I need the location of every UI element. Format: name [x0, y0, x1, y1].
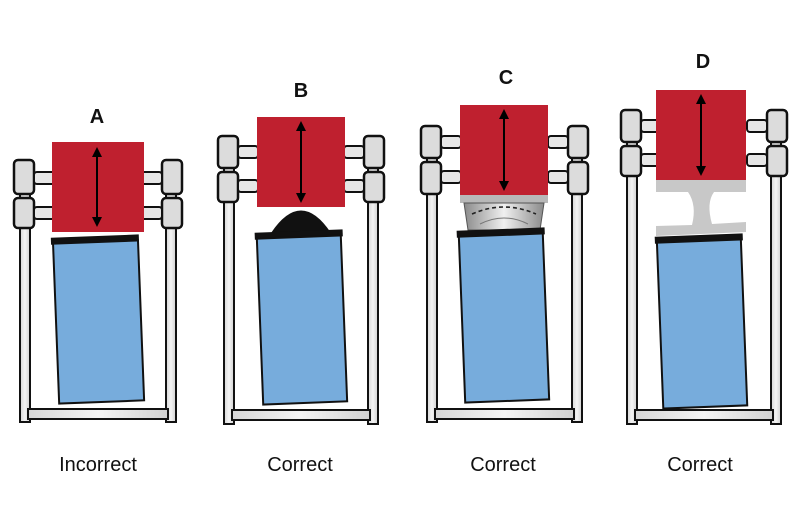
panel-letter: B — [294, 80, 308, 102]
specimen-body — [255, 234, 349, 406]
ball-seat-icon — [271, 210, 331, 233]
frame — [419, 124, 590, 423]
panel-letter: A — [90, 106, 104, 128]
panel-letter: C — [499, 67, 513, 89]
clamp-knob — [765, 108, 789, 144]
adapter-i-beam-icon — [656, 180, 746, 236]
clamp-peg — [237, 179, 259, 193]
clamp-knob — [160, 158, 184, 196]
frame — [12, 158, 184, 423]
frame-base — [27, 408, 169, 420]
clamp-peg — [547, 135, 569, 149]
clamp-knob — [619, 108, 643, 144]
panel-d: D Correct — [619, 51, 789, 476]
clamp-knob — [566, 160, 590, 196]
frame — [216, 134, 386, 425]
panel-caption: Correct — [667, 454, 733, 476]
panel-caption: Correct — [470, 454, 536, 476]
frame-base — [231, 409, 371, 421]
clamp-knob — [160, 196, 184, 230]
frame-base — [634, 409, 774, 421]
specimen — [456, 227, 551, 404]
specimen-body — [457, 232, 551, 404]
specimen — [254, 229, 349, 406]
clamp-peg — [237, 145, 259, 159]
specimen — [50, 234, 146, 405]
clamp-knob — [362, 170, 386, 204]
frame-base — [434, 408, 575, 420]
clamp-peg — [746, 153, 768, 167]
specimen-body — [51, 239, 146, 405]
clamp-knob — [216, 170, 240, 204]
panel-letter: D — [696, 51, 710, 73]
panel-c: C Correct — [419, 67, 590, 476]
panel-caption: Correct — [267, 454, 333, 476]
clamp-knob — [619, 144, 643, 178]
clamp-knob — [419, 160, 443, 196]
specimen — [654, 233, 749, 410]
clamp-peg — [547, 170, 569, 184]
clamp-knob — [566, 124, 590, 160]
clamp-knob — [765, 144, 789, 178]
clamp-knob — [419, 124, 443, 160]
clamp-knob — [12, 196, 36, 230]
clamp-peg — [440, 170, 462, 184]
clamp-peg — [746, 119, 768, 133]
clamp-peg — [440, 135, 462, 149]
clamp-peg — [343, 145, 365, 159]
panel-caption: Incorrect — [59, 454, 137, 476]
spherical-seat-icon — [460, 195, 548, 231]
clamp-knob — [216, 134, 240, 170]
clamp-peg — [343, 179, 365, 193]
panel-a: A Incorrect — [12, 106, 184, 476]
clamp-knob — [362, 134, 386, 170]
clamp-knob — [12, 158, 36, 196]
specimen-body — [655, 238, 749, 410]
panel-b: B Correct — [216, 80, 386, 476]
